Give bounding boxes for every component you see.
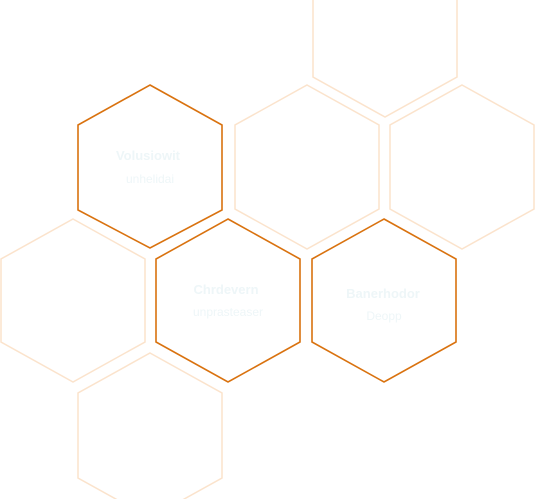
hex-top-right (312, 0, 458, 118)
hex-center[interactable]: Chrdevern unprasteaser (155, 218, 301, 383)
hex-upper-middle (234, 84, 380, 250)
hex-middle-left (0, 218, 146, 383)
hex-middle-right[interactable]: Banerhodor Deopp (311, 218, 457, 383)
hex-center-subtitle: unprasteaser (193, 305, 263, 319)
hex-center-title: Chrdevern (193, 282, 258, 297)
hex-upper-left-title: Volusiowit (116, 148, 181, 163)
hex-middle-right-title: Banerhodor (346, 286, 420, 301)
hex-bottom (77, 352, 223, 499)
hex-upper-right (389, 84, 535, 250)
hex-middle-right-subtitle: Deopp (366, 309, 402, 323)
hex-upper-left-subtitle: unhelidai (126, 172, 174, 186)
hex-upper-left[interactable]: Volusiowit unhelidai (77, 84, 223, 249)
